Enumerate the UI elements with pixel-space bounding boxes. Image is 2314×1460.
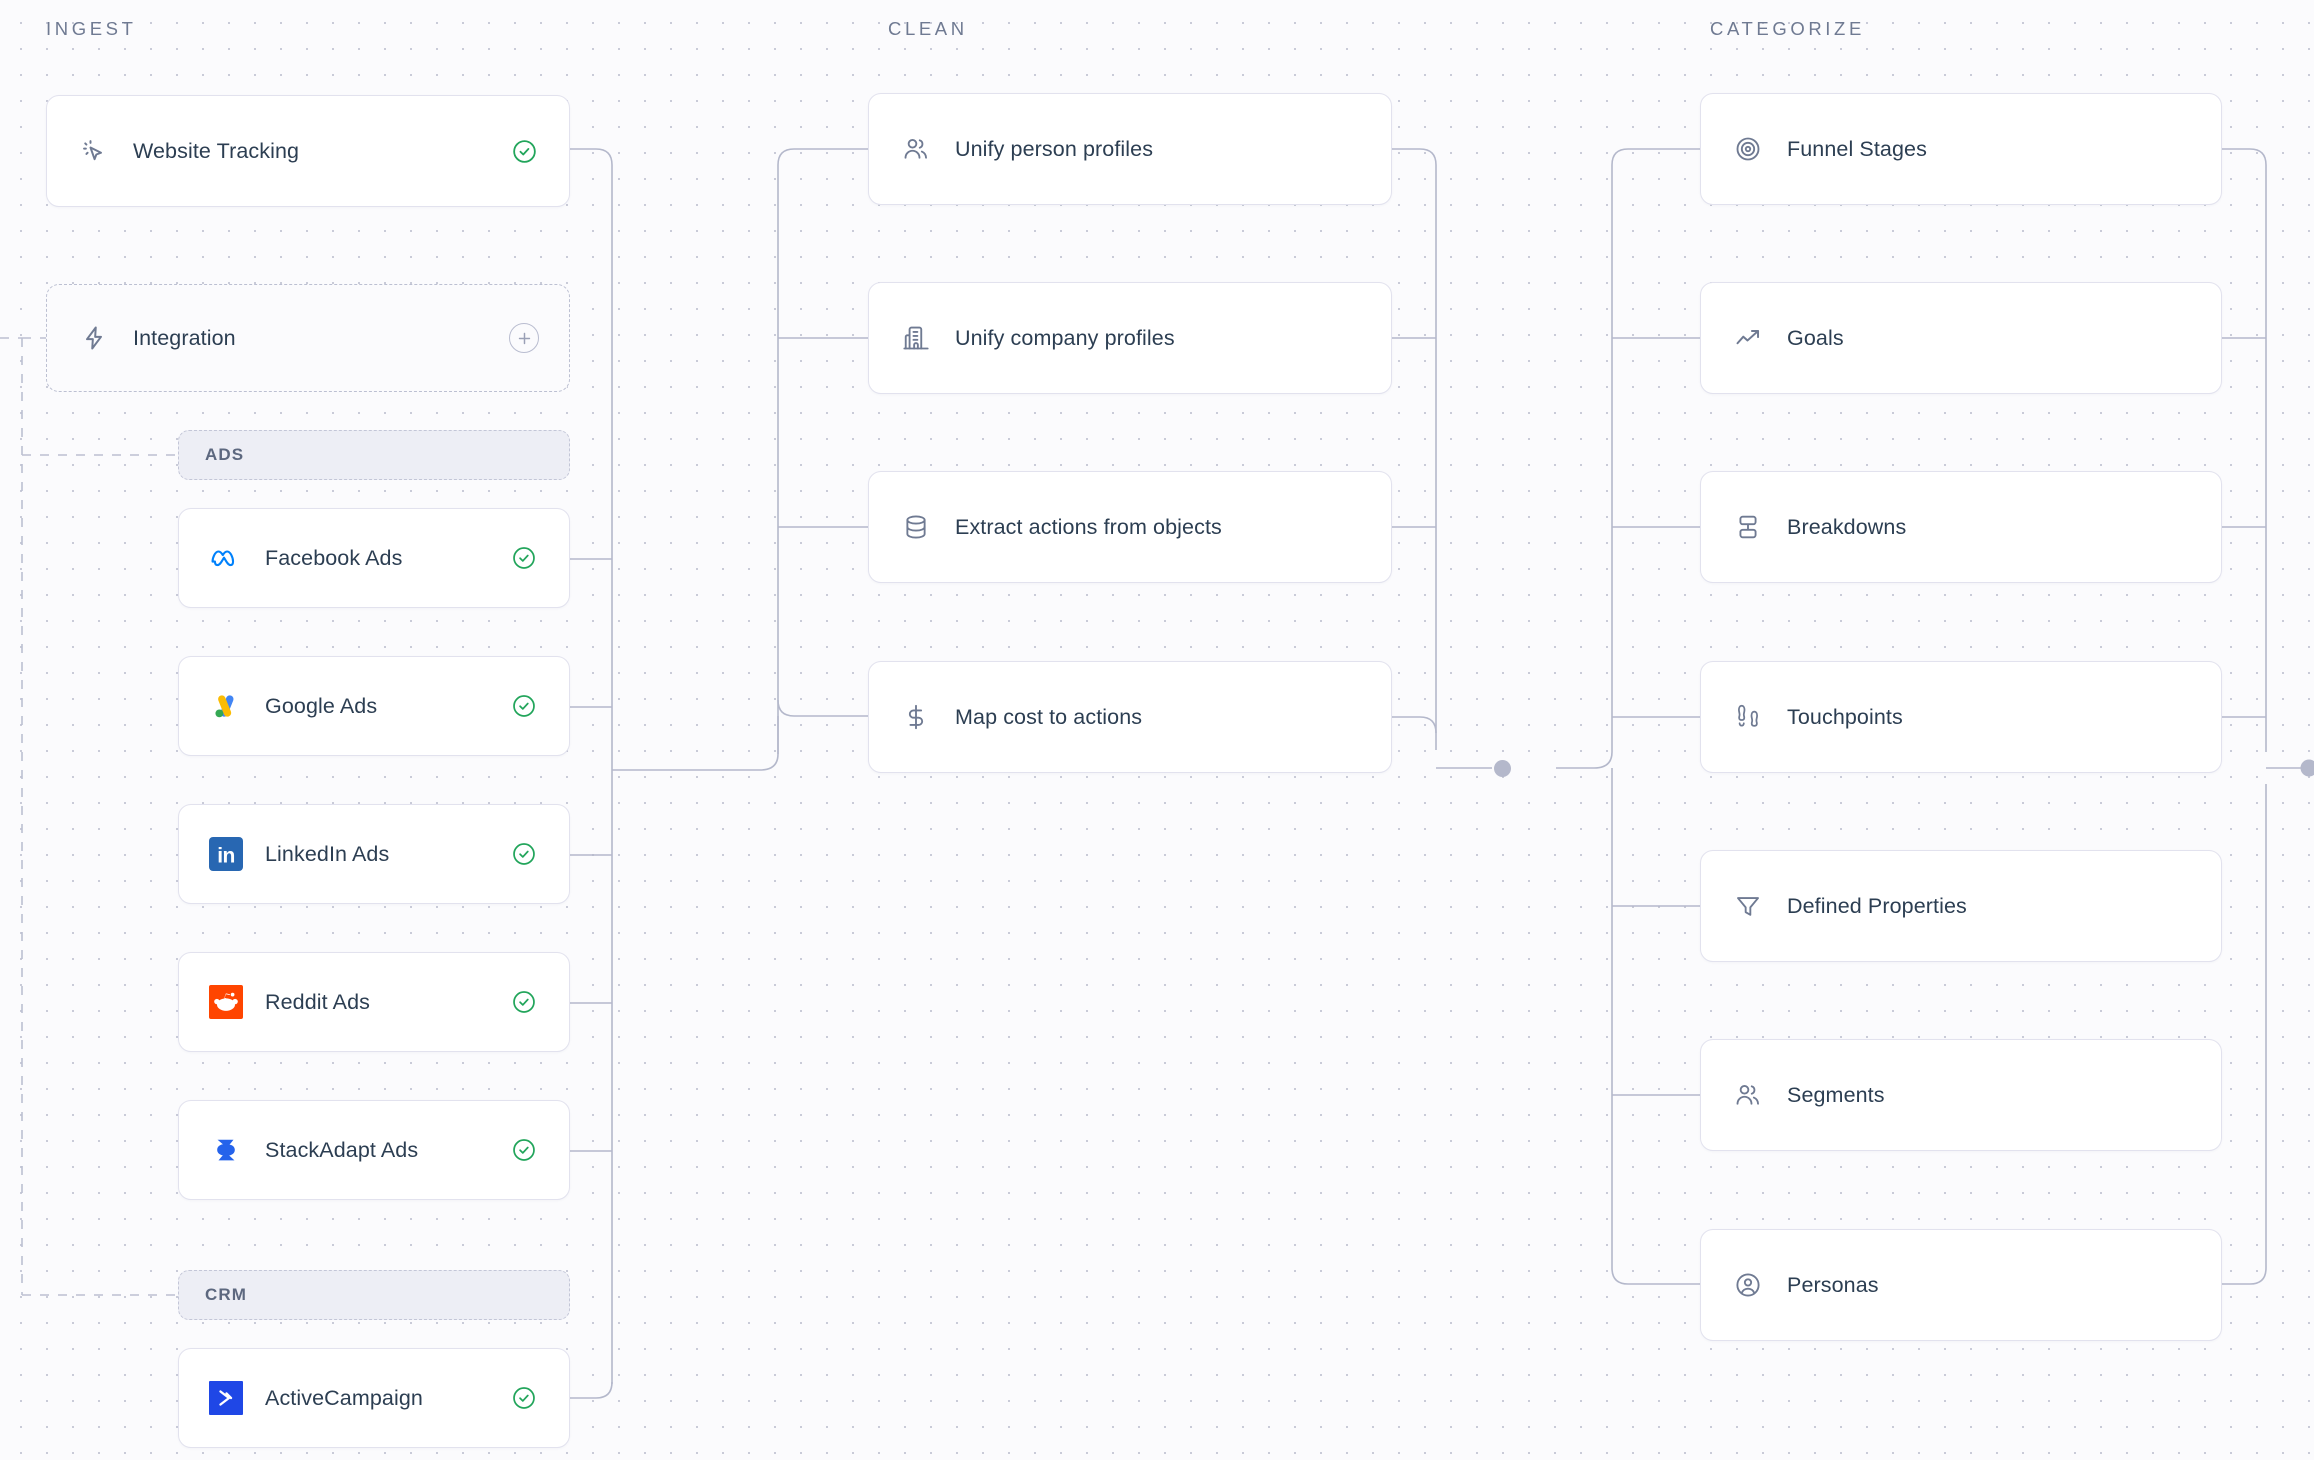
node-activecampaign[interactable]: ActiveCampaign [178,1348,570,1448]
node-stackadapt-ads[interactable]: StackAdapt Ads [178,1100,570,1200]
status-check-icon [509,1135,539,1165]
footprints-icon [1731,700,1765,734]
trending-up-icon [1731,321,1765,355]
node-extract-actions-from-objects[interactable]: Extract actions from objects [868,471,1392,583]
node-touchpoints[interactable]: Touchpoints [1700,661,2222,773]
node-label: Website Tracking [133,138,300,163]
node-segments[interactable]: Segments [1700,1039,2222,1151]
node-label: Facebook Ads [265,545,403,570]
database-icon [899,510,933,544]
status-check-icon [509,987,539,1017]
users-icon [1731,1078,1765,1112]
node-label: Reddit Ads [265,989,370,1014]
wire-junction-dot [2300,759,2314,777]
meta-logo-icon [209,541,243,575]
node-label: Touchpoints [1787,704,1903,729]
node-integration[interactable]: Integration [46,284,570,392]
column-header-categorize: CATEGORIZE [1710,18,1865,39]
node-google-ads[interactable]: Google Ads [178,656,570,756]
group-header-ads: ADS [178,430,570,480]
status-check-icon [509,1383,539,1413]
node-label: Segments [1787,1082,1885,1107]
node-label: Funnel Stages [1787,136,1927,161]
wire-junction-dot [1494,760,1511,777]
user-circle-icon [1731,1268,1765,1302]
node-label: LinkedIn Ads [265,841,390,866]
node-goals[interactable]: Goals [1700,282,2222,394]
node-unify-person-profiles[interactable]: Unify person profiles [868,93,1392,205]
add-integration-button[interactable] [509,323,539,353]
node-unify-company-profiles[interactable]: Unify company profiles [868,282,1392,394]
stackadapt-logo-icon [209,1133,243,1167]
node-funnel-stages[interactable]: Funnel Stages [1700,93,2222,205]
status-check-icon [509,136,539,166]
filter-funnel-icon [1731,889,1765,923]
column-header-ingest: INGEST [46,18,137,39]
building-icon [899,321,933,355]
dollar-icon [899,700,933,734]
split-rows-icon [1731,510,1765,544]
group-label: CRM [205,1285,248,1304]
node-reddit-ads[interactable]: Reddit Ads [178,952,570,1052]
column-header-clean: CLEAN [888,18,968,39]
linkedin-logo-icon: in [209,837,243,871]
status-check-icon [509,543,539,573]
target-icon [1731,132,1765,166]
google-ads-logo-icon [209,689,243,723]
node-label: Defined Properties [1787,893,1967,918]
activecampaign-logo-icon [209,1381,243,1415]
node-label: Goals [1787,325,1844,350]
node-personas[interactable]: Personas [1700,1229,2222,1341]
node-label: Personas [1787,1272,1879,1297]
node-label: Extract actions from objects [955,514,1222,539]
node-label: StackAdapt Ads [265,1137,419,1162]
node-breakdowns[interactable]: Breakdowns [1700,471,2222,583]
node-linkedin-ads[interactable]: in LinkedIn Ads [178,804,570,904]
node-defined-properties[interactable]: Defined Properties [1700,850,2222,962]
reddit-logo-icon [209,985,243,1019]
node-label: Google Ads [265,693,378,718]
node-label: Breakdowns [1787,514,1907,539]
lightning-bolt-icon [77,321,111,355]
node-facebook-ads[interactable]: Facebook Ads [178,508,570,608]
node-map-cost-to-actions[interactable]: Map cost to actions [868,661,1392,773]
node-label: Integration [133,325,236,350]
group-header-crm: CRM [178,1270,570,1320]
node-label: ActiveCampaign [265,1385,423,1410]
group-label: ADS [205,445,245,464]
node-label: Map cost to actions [955,704,1143,729]
cursor-click-icon [77,134,111,168]
users-icon [899,132,933,166]
node-label: Unify person profiles [955,136,1154,161]
node-website-tracking[interactable]: Website Tracking [46,95,570,207]
status-check-icon [509,691,539,721]
node-label: Unify company profiles [955,325,1175,350]
status-check-icon [509,839,539,869]
